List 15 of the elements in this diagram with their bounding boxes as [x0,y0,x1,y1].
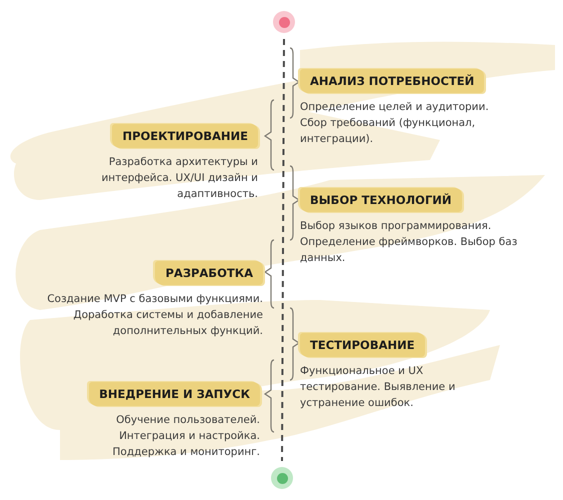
stage-heading: ВНЕДРЕНИЕ И ЗАПУСК [89,382,260,406]
stage-description: Выбор языков программирования. Определение фреймворков. Выбор баз данных. [300,219,518,266]
stage-heading: ВЫБОР ТЕХНОЛОГИЙ [300,188,462,212]
stage-heading: РАЗРАБОТКА [155,261,263,285]
stage-heading: ПРОЕКТИРОВАНИЕ [112,124,258,148]
stage-heading: ТЕСТИРОВАНИЕ [300,333,425,357]
stage-description: Определение целей и аудитории. Сбор требований (функционал, интеграции). [300,100,490,147]
stage-description: Разработка архитектуры и интерфейса. UX/UI дизайн и адаптивность. [100,155,258,202]
timeline-dot [271,467,293,489]
stage-description: Функциональное и UX тестирование. Выявление и устранение ошибок. [300,364,456,411]
stage-description: Обучение пользователей. Интеграция и настройка. Поддержка и мониторинг. [112,413,260,460]
stage-heading: АНАЛИЗ ПОТРЕБНОСТЕЙ [300,69,484,93]
stage-description: Создание MVP с базовыми функциями. Доработка системы и добавление дополнительных функций. [46,292,263,339]
dashed-timeline [281,39,285,461]
timeline-dot [273,11,295,33]
